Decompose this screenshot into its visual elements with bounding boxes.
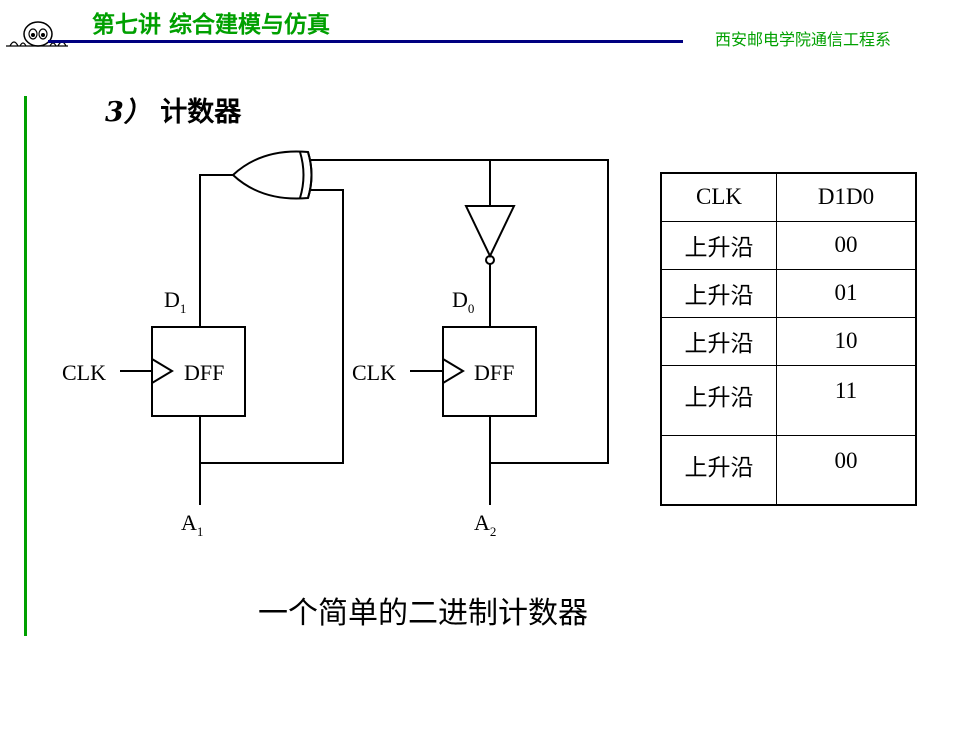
dff-right-d-label: D0	[452, 287, 474, 316]
dff-right-clk-label: CLK	[352, 360, 396, 385]
table-cell: 00	[776, 220, 917, 270]
table-header-cell: D1D0	[776, 172, 917, 222]
table-row: 上升沿 10	[660, 316, 917, 366]
left-accent-bar	[24, 96, 27, 636]
header-school-name: 西安邮电学院通信工程系	[715, 30, 892, 49]
not-gate	[464, 205, 516, 265]
diagram-caption: 一个简单的二进制计数器	[258, 596, 588, 631]
table-cell: 上升沿	[660, 268, 777, 318]
table-row: 上升沿 00	[660, 220, 917, 270]
table-cell: 00	[776, 434, 917, 506]
section-title-text: 计数器	[160, 97, 242, 128]
table-cell: 11	[776, 364, 917, 436]
dff-right-label: DFF	[474, 360, 514, 385]
table-cell: 10	[776, 316, 917, 366]
dff-left-label: DFF	[184, 360, 224, 385]
header-rule	[48, 40, 683, 43]
table-row: 上升沿 00	[660, 434, 917, 506]
table-row: 上升沿 01	[660, 268, 917, 318]
cartoon-face-icon	[6, 21, 68, 47]
dff-right-a-label: A2	[474, 510, 496, 539]
dff-left-a-label: A1	[181, 510, 203, 539]
table-cell: 上升沿	[660, 434, 777, 506]
section-number: 3）	[105, 97, 151, 128]
counter-state-table: CLK D1D0 上升沿 00 上升沿 01 上升沿 10 上升沿 11 上升沿…	[660, 172, 917, 506]
table-row: 上升沿 11	[660, 364, 917, 436]
dff-left-d-label: D1	[164, 287, 186, 316]
table-cell: 上升沿	[660, 364, 777, 436]
table-cell: 上升沿	[660, 220, 777, 270]
table-cell: 01	[776, 268, 917, 318]
table-header-cell: CLK	[660, 172, 777, 222]
section-title: 3） 计数器	[105, 90, 241, 129]
header-title: 第七讲 综合建模与仿真	[92, 12, 331, 38]
table-cell: 上升沿	[660, 316, 777, 366]
dff-left-clk-label: CLK	[62, 360, 106, 385]
xor-gate	[231, 150, 313, 200]
table-header-row: CLK D1D0	[660, 172, 917, 222]
